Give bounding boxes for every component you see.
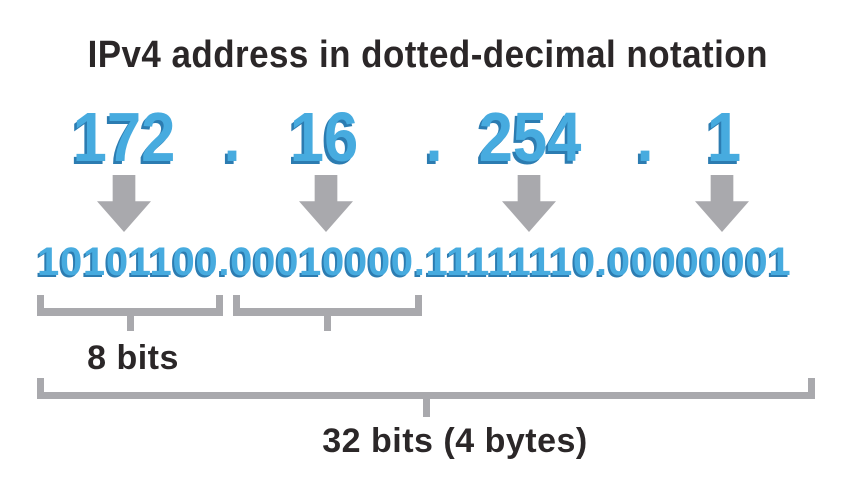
ip-octet-1: 172 bbox=[72, 98, 176, 176]
octet-bracket-2 bbox=[233, 295, 422, 331]
down-arrow-icon bbox=[502, 175, 556, 232]
down-arrow-icon bbox=[97, 175, 151, 232]
bracket-tick-center bbox=[324, 308, 331, 331]
page-title-text: IPv4 address in dotted-decimal notation bbox=[87, 34, 768, 76]
ip-dot-3: . bbox=[636, 98, 654, 176]
ip-octet-3: 254 bbox=[478, 98, 582, 176]
ip-dot-2: . bbox=[425, 98, 443, 176]
total-size-label: 32 bits (4 bytes) bbox=[322, 422, 588, 460]
down-arrow-icon bbox=[695, 175, 749, 232]
bracket-tick-left bbox=[37, 378, 44, 399]
octet-bracket-1 bbox=[37, 295, 223, 331]
bracket-tick-right bbox=[415, 295, 422, 316]
bracket-tick-right bbox=[216, 295, 223, 316]
bracket-tick-left bbox=[233, 295, 240, 316]
bracket-tick-center bbox=[422, 392, 430, 417]
ip-octet-2: 16 bbox=[289, 98, 359, 176]
ip-octet-4: 1 bbox=[706, 98, 742, 176]
down-arrow-icon bbox=[299, 175, 353, 232]
page-title: IPv4 address in dotted-decimal notation bbox=[0, 34, 855, 77]
bracket-tick-right bbox=[808, 378, 815, 399]
full-width-bracket bbox=[37, 378, 815, 417]
bracket-tick-left bbox=[37, 295, 44, 316]
binary-representation: 10101100.00010000.11111110.00000001 bbox=[37, 240, 792, 284]
bracket-tick-center bbox=[126, 308, 134, 331]
octet-size-label: 8 bits bbox=[87, 339, 179, 377]
ip-dot-1: . bbox=[223, 98, 241, 176]
